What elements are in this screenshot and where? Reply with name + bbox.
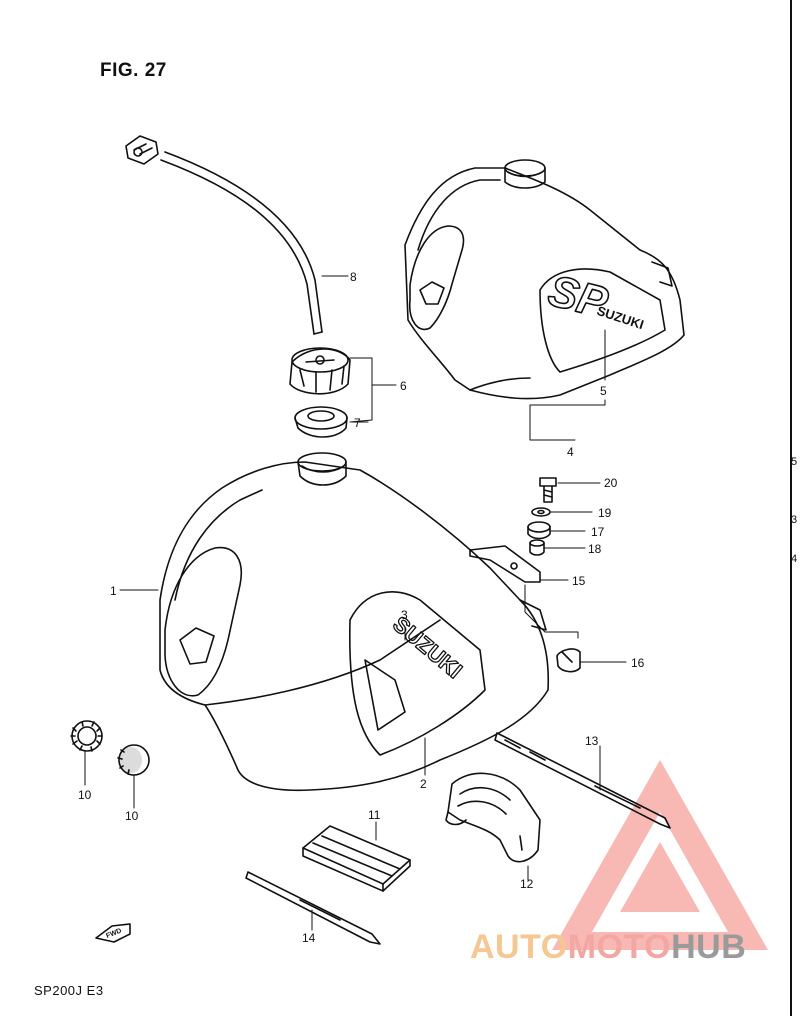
watermark-part-hub: HUB (671, 928, 747, 966)
callout-8: 8 (350, 270, 357, 284)
callout-16: 16 (631, 656, 645, 670)
edge-mark-3: 4 (791, 553, 798, 565)
tank-bracket (469, 545, 541, 583)
collar (529, 539, 545, 556)
callout-11: 11 (368, 808, 381, 822)
figure-title: FIG. 27 (100, 60, 167, 81)
callout-14: 14 (302, 931, 316, 945)
cable-tie-long (494, 732, 671, 829)
callout-20: 20 (604, 476, 618, 490)
tank-decal-upper: SP SUZUKI (543, 265, 646, 332)
decal-suzuki-upper-text: SUZUKI (595, 303, 646, 332)
knob-right (117, 744, 150, 776)
callout-10-left: 10 (78, 788, 92, 802)
cap-gasket (294, 406, 348, 438)
callout-5: 5 (600, 384, 607, 398)
watermark-part-auto: AUTO (470, 928, 568, 966)
model-code: SP200J E3 (34, 983, 104, 998)
callout-1: 1 (110, 584, 117, 598)
fwd-arrow (95, 923, 131, 943)
leader-lines (84, 275, 627, 931)
cushion-rubber (445, 772, 541, 863)
fuel-tank-lower (159, 452, 550, 792)
cable-tie-short (245, 871, 381, 945)
bolt (539, 477, 557, 503)
watermark-triangle (552, 760, 768, 950)
callout-17: 17 (591, 525, 605, 539)
callout-2: 2 (420, 777, 427, 791)
edge-mark-2: 3 (791, 514, 798, 526)
callout-6: 6 (400, 379, 407, 393)
callout-15: 15 (572, 574, 586, 588)
right-border-rule (790, 0, 792, 1016)
knob-left (70, 720, 103, 752)
callout-12: 12 (520, 877, 534, 891)
watermark-logo: AUTOMOTOHUB (470, 928, 746, 967)
watermark-part-moto: MOTO (567, 928, 672, 966)
callout-13: 13 (585, 734, 599, 748)
breather-hose (160, 151, 323, 335)
cushion (527, 521, 551, 540)
seal-strip (302, 825, 411, 892)
hose-clamp (125, 135, 159, 165)
callout-7: 7 (354, 416, 361, 430)
fuel-tank-upper (404, 159, 685, 400)
callout-4: 4 (567, 445, 574, 459)
callout-10-right: 10 (125, 809, 139, 823)
callout-19: 19 (598, 506, 612, 520)
fuel-cap (289, 347, 351, 395)
edge-mark-1: 5 (791, 456, 798, 468)
callout-18: 18 (588, 542, 602, 556)
callout-labels: 8 6 7 5 4 1 3 2 20 19 17 18 15 16 10 10 … (78, 270, 645, 945)
washer (531, 507, 551, 517)
tank-cushion (556, 648, 581, 673)
callout-3: 3 (401, 608, 408, 622)
